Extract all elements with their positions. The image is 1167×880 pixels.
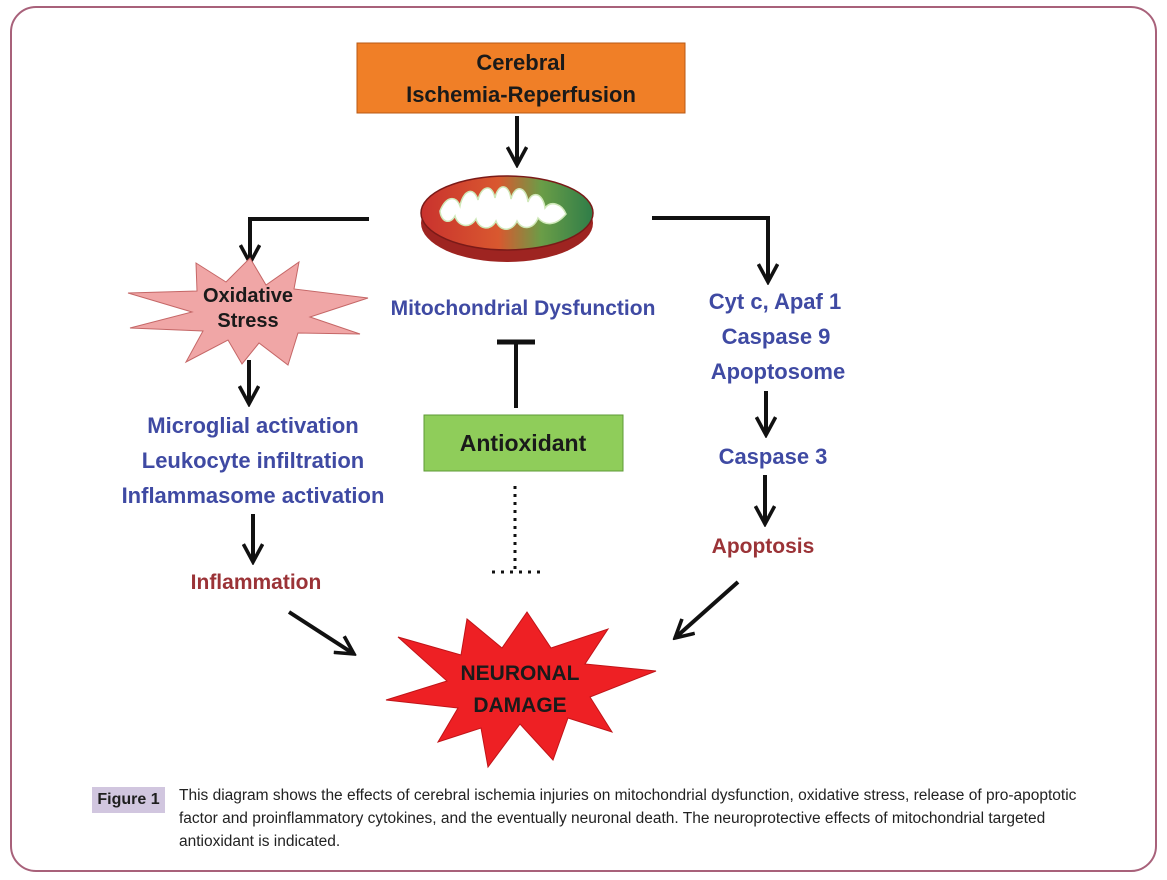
antioxidant-label: Antioxidant bbox=[460, 430, 587, 456]
oxidative-stress-label-line1: Oxidative bbox=[203, 285, 293, 307]
neuronal-damage-star: NEURONAL DAMAGE bbox=[385, 611, 657, 769]
arrow-inflammation-to-damage bbox=[287, 610, 354, 654]
caspase3-label: Caspase 3 bbox=[719, 444, 828, 469]
figure-frame bbox=[10, 6, 1157, 872]
microglial-activation-label: Microglial activation bbox=[147, 413, 359, 438]
arrow-to-apoptotic-factors bbox=[652, 216, 768, 282]
antioxidant-box: Antioxidant bbox=[423, 414, 624, 472]
leukocyte-infiltration-label: Leukocyte infiltration bbox=[142, 448, 364, 473]
neuronal-damage-label-line1: NEURONAL bbox=[461, 662, 580, 685]
apoptosis-label: Apoptosis bbox=[712, 535, 815, 558]
dotted-connector bbox=[492, 486, 540, 574]
ischemia-label-line2: Ischemia-Reperfusion bbox=[406, 82, 636, 107]
caspase9-label: Caspase 9 bbox=[722, 324, 831, 349]
inflammasome-activation-label: Inflammasome activation bbox=[122, 483, 385, 508]
apoptosome-label: Apoptosome bbox=[711, 359, 845, 384]
inflammation-label: Inflammation bbox=[191, 571, 322, 594]
oxidative-stress-star: Oxidative Stress bbox=[127, 257, 369, 366]
figure-label-badge: Figure 1 bbox=[92, 787, 165, 813]
mitochondrion-icon bbox=[420, 175, 594, 262]
arrow-apoptosis-to-damage bbox=[675, 580, 740, 638]
mitochondrial-dysfunction-label: Mitochondrial Dysfunction bbox=[391, 297, 656, 320]
arrow-to-oxidative-stress bbox=[250, 217, 369, 263]
oxidative-stress-label-line2: Stress bbox=[217, 310, 278, 332]
neuronal-damage-label-line2: DAMAGE bbox=[473, 694, 566, 717]
ischemia-reperfusion-box: Cerebral Ischemia-Reperfusion bbox=[356, 42, 686, 114]
cyt-c-apaf1-label: Cyt c, Apaf 1 bbox=[709, 289, 841, 314]
figure-caption: This diagram shows the effects of cerebr… bbox=[179, 787, 1077, 850]
inhibition-arrow-antioxidant bbox=[497, 339, 535, 408]
ischemia-label-line1: Cerebral bbox=[476, 50, 565, 75]
